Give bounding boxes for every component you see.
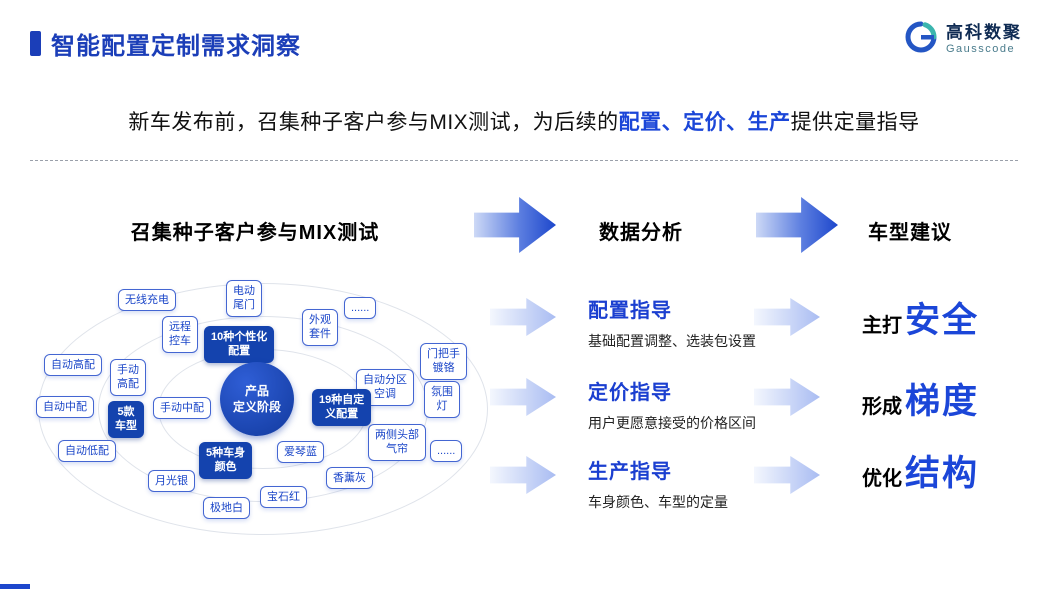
diagram-node: 手动 高配 (110, 359, 146, 396)
diagram-node: 极地白 (203, 497, 250, 520)
analysis-item-config: 配置指导 基础配置调整、选装包设置 (588, 294, 838, 351)
diagram-node: 自动低配 (58, 440, 116, 463)
diagram-node: 门把手 镀铬 (420, 343, 467, 380)
suggestion-keyword: 梯度 (905, 382, 980, 421)
diagram-node: 电动 尾门 (226, 280, 262, 317)
analysis-title: 生产指导 (588, 461, 672, 483)
title-bullet-icon (30, 31, 41, 56)
suggestion-keyword: 安全 (905, 301, 980, 340)
step3-title: 车型建议 (868, 222, 952, 244)
diagram-category-node: 5款 车型 (108, 401, 144, 438)
subtitle-post: 提供定量指导 (790, 111, 920, 134)
step1-title: 召集种子客户参与MIX测试 (130, 222, 380, 244)
diagram-category-node: 19种自定 义配置 (312, 389, 372, 426)
diagram-node: 月光银 (148, 470, 195, 493)
analysis-item-pricing: 定价指导 用户更愿意接受的价格区间 (588, 376, 838, 433)
suggestion-prefix: 优化 (862, 468, 902, 490)
diagram-node: 自动分区 空调 (356, 369, 414, 406)
subtitle: 新车发布前，召集种子客户参与MIX测试，为后续的配置、定价、生产提供定量指导 (0, 106, 1048, 136)
footer-accent-bar (0, 584, 30, 589)
page-title: 智能配置定制需求洞察 (51, 33, 301, 60)
suggestion-keyword: 结构 (905, 454, 980, 493)
diagram-node: ...... (344, 297, 377, 320)
diagram-category-node: 5种车身 颜色 (199, 442, 253, 479)
diagram-node: 宝石红 (260, 486, 307, 509)
diagram-node: 两侧头部 气帘 (368, 424, 426, 461)
analysis-title: 定价指导 (588, 382, 672, 404)
slide-header: 智能配置定制需求洞察 (30, 26, 301, 61)
analysis-desc: 用户更愿意接受的价格区间 (588, 415, 756, 431)
suggestion-structure: 优化 结构 (862, 445, 979, 496)
suggestion-prefix: 主打 (862, 315, 902, 337)
logo-text: 高科数聚 Gausscode (946, 18, 1022, 55)
logo-subname: Gausscode (946, 43, 1016, 55)
analysis-desc: 车身颜色、车型的定量 (588, 494, 728, 510)
diagram-node: 自动中配 (36, 396, 94, 419)
suggestion-prefix: 形成 (862, 396, 902, 418)
gausscode-logo-icon (905, 21, 937, 52)
subtitle-highlight: 配置、定价、生产 (618, 111, 791, 134)
suggestion-gradient: 形成 梯度 (862, 373, 979, 424)
analysis-desc: 基础配置调整、选装包设置 (588, 333, 756, 349)
dashed-divider (30, 160, 1018, 161)
diagram-category-node: 10种个性化 配置 (204, 326, 275, 363)
logo: 高科数聚 Gausscode (904, 18, 1022, 55)
subtitle-pre: 新车发布前，召集种子客户参与MIX测试，为后续的 (128, 111, 619, 134)
diagram-node: 手动中配 (153, 397, 211, 420)
diagram-node: ...... (430, 440, 463, 463)
suggestion-safety: 主打 安全 (862, 292, 979, 343)
logo-name: 高科数聚 (946, 23, 1022, 42)
step2-title: 数据分析 (599, 222, 683, 244)
analysis-title: 配置指导 (588, 300, 672, 322)
analysis-item-production: 生产指导 车身颜色、车型的定量 (588, 455, 838, 512)
diagram-node: 无线充电 (118, 289, 176, 312)
diagram-node: 外观 套件 (302, 309, 338, 346)
diagram-node: 自动高配 (44, 354, 102, 377)
diagram-node: 远程 控车 (162, 316, 198, 353)
diagram-node: 氛围 灯 (424, 381, 460, 418)
diagram-node: 爱琴蓝 (277, 441, 324, 464)
diagram-center-node: 产品 定义阶段 (220, 362, 294, 436)
diagram-node: 香薰灰 (326, 467, 373, 490)
